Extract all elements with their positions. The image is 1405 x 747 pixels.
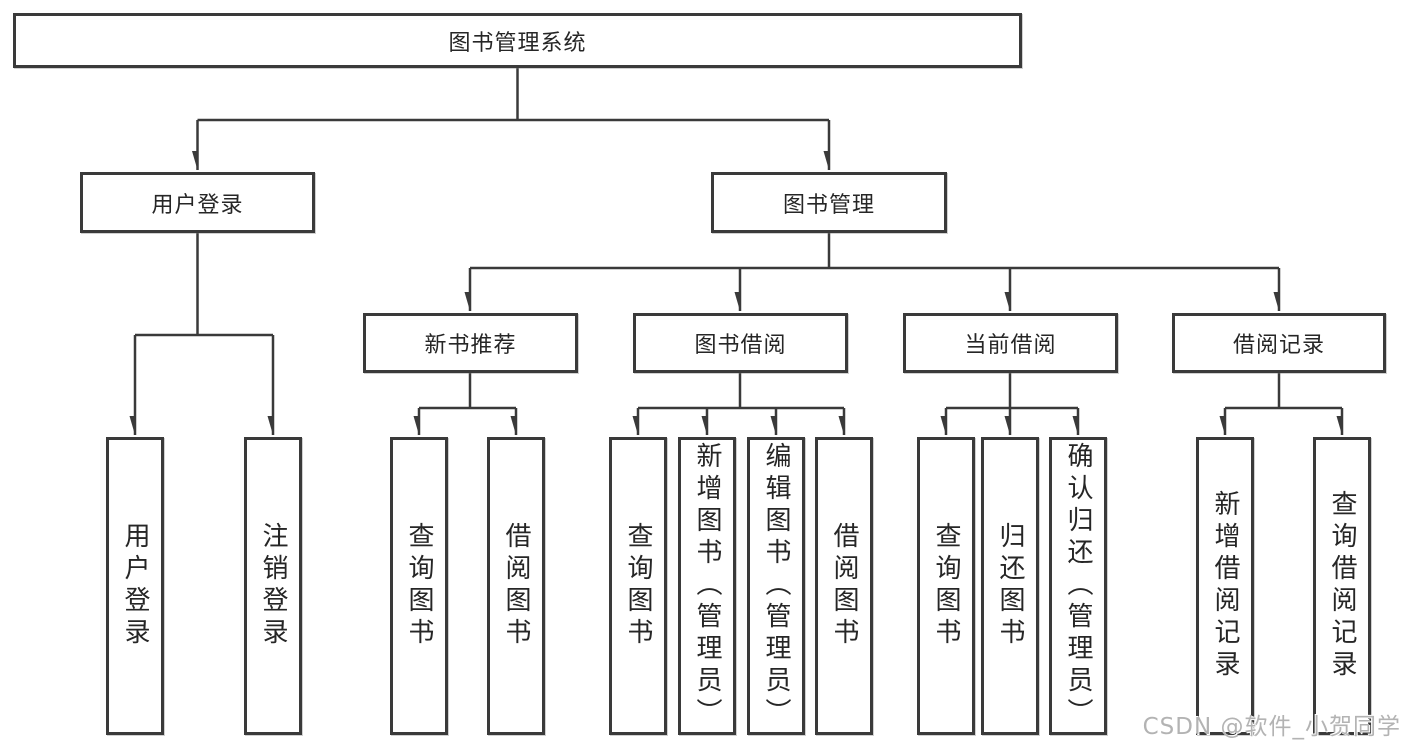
leaf-confirm-return-admin: 确认归还（管理员） (1049, 437, 1107, 735)
node-label: 借阅图书 (501, 522, 531, 650)
node-new-book-recommend: 新书推荐 (363, 313, 578, 373)
leaf-add-borrow-record: 新增借阅记录 (1196, 437, 1254, 735)
leaf-query-books-borrowing: 查询图书 (609, 437, 667, 735)
leaf-borrow-books-borrowing: 借阅图书 (815, 437, 873, 735)
node-label: 归还图书 (995, 522, 1025, 650)
leaf-add-book-admin: 新增图书（管理员） (678, 437, 736, 735)
node-label: 新书推荐 (424, 333, 517, 358)
leaf-edit-book-admin: 编辑图书（管理员） (747, 437, 805, 735)
node-label: 用户登录 (120, 522, 150, 650)
node-label: 新增借阅记录 (1210, 490, 1240, 682)
node-book-management: 图书管理 (711, 172, 947, 233)
node-borrowing-records: 借阅记录 (1172, 313, 1386, 373)
leaf-borrow-books-recommend: 借阅图书 (487, 437, 545, 735)
node-label: 确认归还（管理员） (1063, 442, 1093, 730)
node-book-borrowing: 图书借阅 (633, 313, 848, 373)
csdn-watermark: CSDN @软件_小贺同学 (1142, 714, 1401, 740)
node-label: 编辑图书（管理员） (761, 442, 791, 730)
node-label: 查询图书 (931, 522, 961, 650)
node-label: 图书管理系统 (448, 30, 587, 56)
leaf-logout: 注销登录 (244, 437, 302, 735)
node-label: 图书管理 (782, 192, 875, 218)
node-label: 借阅记录 (1232, 333, 1325, 358)
leaf-query-books-recommend: 查询图书 (390, 437, 448, 735)
leaf-return-book: 归还图书 (981, 437, 1039, 735)
node-label: 图书借阅 (694, 333, 787, 358)
node-label: 注销登录 (258, 522, 288, 650)
node-label: 新增图书（管理员） (692, 442, 722, 730)
node-label: 查询图书 (623, 522, 653, 650)
node-label: 借阅图书 (829, 522, 859, 650)
node-user-login: 用户登录 (80, 172, 315, 233)
node-current-borrowing: 当前借阅 (903, 313, 1118, 373)
leaf-user-login: 用户登录 (106, 437, 164, 735)
leaf-query-books-current: 查询图书 (917, 437, 975, 735)
node-label: 当前借阅 (964, 333, 1057, 358)
leaf-query-borrow-record: 查询借阅记录 (1313, 437, 1371, 735)
node-label: 查询图书 (404, 522, 434, 650)
node-root-system: 图书管理系统 (13, 13, 1022, 68)
node-label: 查询借阅记录 (1327, 490, 1357, 682)
node-label: 用户登录 (151, 192, 244, 218)
